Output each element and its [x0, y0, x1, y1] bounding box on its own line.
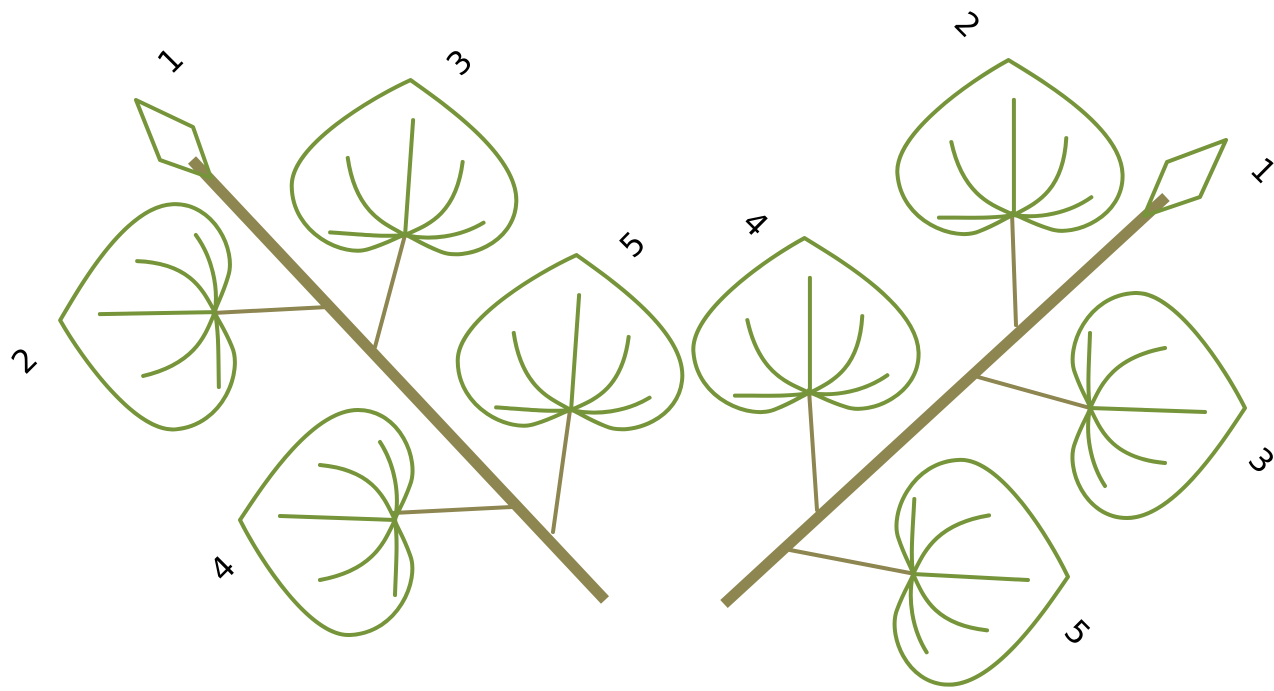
left-label-2: 2	[4, 340, 45, 381]
right-label-1: 1	[1243, 150, 1274, 191]
left-leaf-5	[456, 251, 687, 431]
left-leaf-4	[240, 410, 413, 635]
left-petiole-2	[213, 307, 328, 313]
left-petiole-3	[375, 235, 405, 347]
left-label-3: 3	[439, 42, 480, 83]
right-label-2: 2	[947, 4, 988, 45]
left-label-5: 5	[612, 224, 653, 265]
left-branch: 1 2 3 4 5	[4, 40, 686, 635]
right-leaf-2	[894, 56, 1125, 236]
left-label-1: 1	[150, 40, 191, 81]
right-leaf-3	[1072, 293, 1245, 518]
right-leaf-5	[894, 459, 1070, 687]
right-petiole-3	[978, 377, 1090, 408]
right-petiole-5	[790, 550, 910, 573]
left-leaf-2	[54, 201, 238, 435]
right-petiole-2	[1012, 213, 1016, 325]
left-main-stem	[192, 160, 605, 600]
right-petiole-4	[809, 390, 817, 510]
left-petiole-5	[553, 410, 570, 532]
left-label-4: 4	[202, 548, 243, 589]
left-petiole-4	[393, 507, 512, 513]
right-leaf-4	[690, 234, 921, 414]
right-label-5: 5	[1057, 612, 1098, 653]
right-branch: 1 2 3 4 5	[690, 4, 1274, 687]
right-label-4: 4	[735, 203, 776, 244]
right-label-3: 3	[1241, 440, 1274, 481]
left-leaf-3	[290, 76, 521, 256]
